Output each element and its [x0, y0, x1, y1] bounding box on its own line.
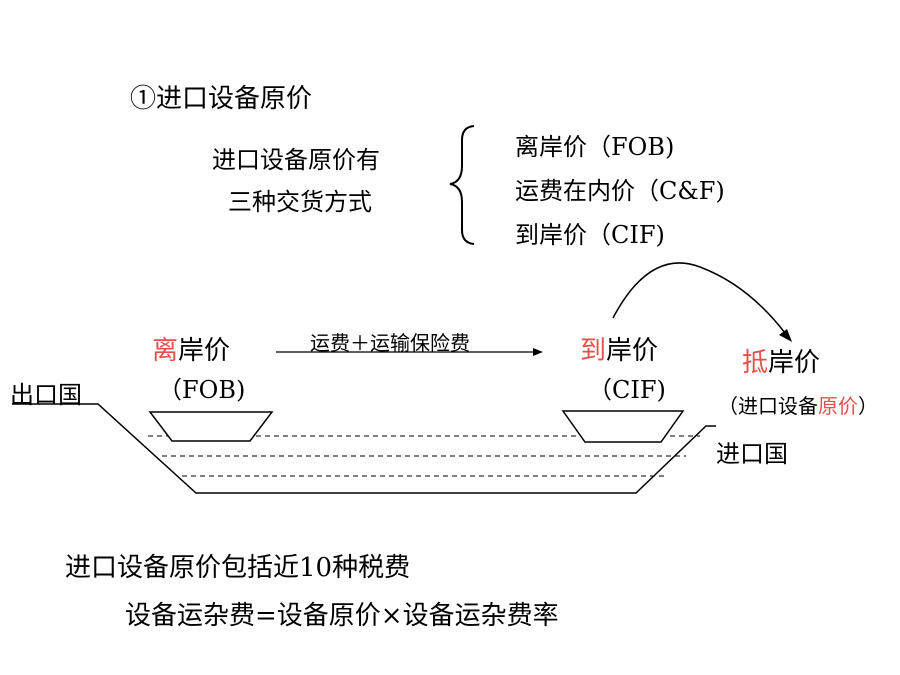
- cif-rest: 岸价: [606, 336, 659, 366]
- fob-code: （FOB): [158, 376, 246, 404]
- fob-rest: 岸价: [178, 336, 231, 366]
- intro-line-2: 三种交货方式: [228, 188, 372, 216]
- landed-curve-arrowhead: [779, 329, 792, 342]
- method-fob: 离岸价（FOB): [515, 133, 675, 161]
- cif-code: （CIF): [588, 376, 666, 404]
- landed-note: （进口设备原价）: [718, 390, 878, 419]
- cif-label: 到岸价: [580, 330, 658, 367]
- landed-curve-arrow: [612, 262, 786, 334]
- landed-rest: 岸价: [768, 348, 821, 378]
- canal-outline: [12, 403, 716, 494]
- landed-label: 抵岸价: [742, 342, 820, 379]
- landed-note-red: 原价: [818, 394, 858, 418]
- landed-red-char: 抵: [742, 348, 769, 378]
- bottom-line-2: 设备运杂费=设备原价×设备运杂费率: [125, 601, 559, 631]
- export-country-label: 出口国: [10, 381, 82, 409]
- landed-note-open: （: [718, 394, 738, 418]
- intro-line-1: 进口设备原价有: [212, 146, 380, 174]
- fob-red-char: 离: [152, 336, 179, 366]
- landed-note-close: ）: [858, 394, 878, 418]
- boat-fob: [148, 411, 274, 442]
- freight-label: 运费＋运输保险费: [310, 331, 470, 355]
- curly-brace: [449, 125, 475, 245]
- import-country-label: 进口国: [716, 440, 788, 468]
- method-cif: 到岸价（CIF): [515, 221, 665, 249]
- bottom-line-1: 进口设备原价包括近10种税费: [65, 553, 411, 583]
- cif-red-char: 到: [580, 336, 607, 366]
- freight-arrowhead: [533, 348, 543, 356]
- fob-label: 离岸价: [152, 330, 230, 367]
- boat-cif: [561, 410, 685, 443]
- method-cf: 运费在内价（C&F): [515, 177, 725, 205]
- landed-note-black: 进口设备: [738, 394, 818, 418]
- section-title: ①进口设备原价: [130, 84, 313, 114]
